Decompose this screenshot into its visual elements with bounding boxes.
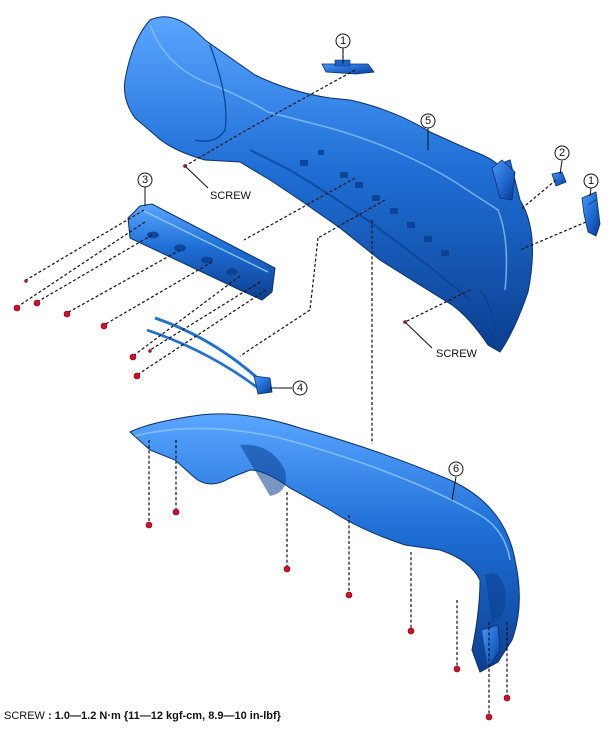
screw-markers [13, 164, 511, 721]
callout-number: 2 [559, 147, 565, 159]
screw-marker [148, 349, 152, 353]
callout-2: 2 [554, 145, 570, 161]
callout-4: 4 [292, 380, 308, 396]
screw-marker [345, 591, 353, 599]
side-bracket-right [581, 191, 601, 237]
wire-harness [146, 316, 273, 395]
lower-bumper-skirt [129, 413, 520, 673]
screw-marker [145, 521, 153, 529]
screw-marker [485, 713, 493, 721]
screw-marker [172, 508, 180, 516]
screw-marker [129, 353, 137, 361]
callout-number: 3 [142, 174, 148, 186]
callout-1-right: 1 [583, 173, 599, 189]
side-bracket-top [321, 59, 375, 75]
screw-label: SCREW [436, 348, 478, 360]
screw-marker [407, 627, 415, 635]
bumper-bracket [127, 203, 276, 301]
clip-part [551, 171, 567, 187]
callout-number: 1 [588, 175, 594, 187]
screw-marker [503, 694, 511, 702]
screw-marker [283, 565, 291, 573]
screw-marker [63, 310, 71, 318]
torque-value: : 1.0—1.2 N·m {11—12 kgf-cm, 8.9—10 in-l… [48, 710, 281, 722]
torque-label: SCREW [4, 710, 45, 722]
callout-3: 3 [137, 172, 153, 188]
screw-marker [33, 299, 41, 307]
callout-1-top: 1 [335, 33, 351, 49]
screw-marker [100, 322, 108, 330]
rear-bumper-fascia [124, 16, 533, 353]
screw-label: SCREW [210, 190, 252, 202]
leader-lines [16, 48, 587, 716]
callout-number: 5 [425, 115, 431, 127]
callout-5: 5 [420, 113, 436, 129]
screw-marker [133, 372, 141, 380]
torque-specification: SCREW : 1.0—1.2 N·m {11—12 kgf-cm, 8.9—1… [4, 710, 281, 722]
callout-number: 4 [297, 382, 303, 394]
callout-number: 1 [340, 35, 346, 47]
callout-number: 6 [453, 463, 459, 475]
screw-marker [453, 665, 461, 673]
screw-marker [24, 279, 28, 283]
callout-6: 6 [448, 461, 464, 477]
screw-marker [13, 304, 21, 312]
